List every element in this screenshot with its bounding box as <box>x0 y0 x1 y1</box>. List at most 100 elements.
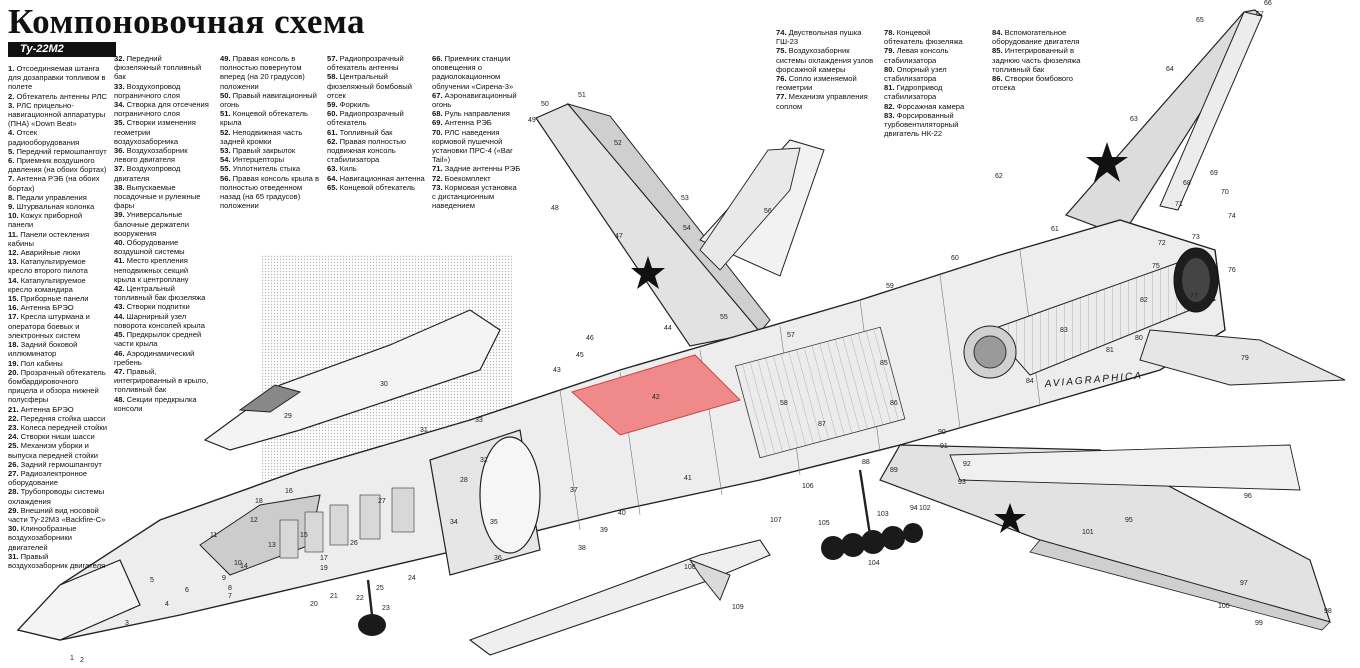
legend-item-number: 64. <box>327 173 338 183</box>
callout-number: 80 <box>1135 335 1143 342</box>
callout-number: 84 <box>1026 378 1034 385</box>
legend-item: 77. Механизм управления соплом <box>776 92 874 110</box>
callout-number: 62 <box>995 173 1003 180</box>
legend-item-number: 4. <box>8 128 15 138</box>
callout-number: 49 <box>528 117 536 124</box>
legend-item-number: 9. <box>8 202 15 212</box>
callout-number: 103 <box>877 511 889 518</box>
callout-number: 91 <box>940 443 948 450</box>
legend-item-text: Радиоэлектронное оборудование <box>8 468 88 488</box>
legend-item-text: Воздухопровод двигателя <box>114 164 181 183</box>
legend-item: 55. Уплотнитель стыка <box>220 164 320 173</box>
legend-item-text: Навигационная антенна <box>337 173 425 183</box>
legend-item-number: 85. <box>992 46 1003 56</box>
legend-column-1: 1. Отсоединяемая штанга для дозаправки т… <box>8 64 108 570</box>
callout-number: 54 <box>683 225 691 232</box>
legend-item: 23. Колеса передней стойки <box>8 423 108 432</box>
callout-number: 93 <box>958 479 966 486</box>
legend-item-number: 56. <box>220 173 231 183</box>
callout-number: 64 <box>1166 66 1174 73</box>
callout-number: 10 <box>234 560 242 567</box>
legend-item: 27. Радиоэлектронное оборудование <box>8 469 108 487</box>
cockpit-equipment <box>279 487 415 559</box>
legend-item-text: Механизм управления соплом <box>776 92 868 111</box>
aircraft-subtitle: Ту-22М2 <box>8 42 116 57</box>
callout-number: 79 <box>1241 355 1249 362</box>
legend-item-text: Воздухопровод пограничного слоя <box>114 81 181 100</box>
legend-item: 59. Форкиль <box>327 100 425 109</box>
legend-item: 12. Аварийные люки <box>8 248 108 257</box>
legend-item-number: 84. <box>992 28 1003 37</box>
legend-item-text: Кресла штурмана и оператора боевых и эле… <box>8 312 90 340</box>
callout-number: 60 <box>951 255 959 262</box>
callout-number: 90 <box>938 429 946 436</box>
legend-item-text: Внешний вид носовой части Ту-22М3 «Backf… <box>8 505 106 524</box>
legend-item-number: 57. <box>327 54 338 63</box>
callout-number: 1 <box>70 655 74 662</box>
callout-number: 81 <box>1106 347 1114 354</box>
legend-item: 42. Центральный топливный бак фюзеляжа <box>114 284 210 302</box>
legend-item-text: Передний гермошпангоут <box>14 146 107 156</box>
intake-lip <box>479 436 541 554</box>
callout-number: 4 <box>165 601 169 608</box>
legend-item: 18. Задний боковой иллюминатор <box>8 340 108 358</box>
legend-item-number: 31. <box>8 551 19 561</box>
inset-nose-tu22m3 <box>203 309 501 451</box>
legend-item: 14. Катапультируемое кресло командира <box>8 276 108 294</box>
central-fuel-tank-highlight <box>571 354 741 436</box>
callout-number: 100 <box>1218 603 1230 610</box>
legend-item: 51. Концевой обтекатель крыла <box>220 109 320 127</box>
legend-item-number: 12. <box>8 248 19 258</box>
legend-item: 58. Центральный фюзеляжный бомбовый отсе… <box>327 72 425 100</box>
legend-item-text: Створки подпитки <box>124 302 190 312</box>
callout-number: 53 <box>681 195 689 202</box>
legend-item-text: Боекомплект <box>442 173 491 183</box>
callout-number: 85 <box>880 360 888 367</box>
legend-item-text: Задний гермошпангоут <box>18 459 102 469</box>
legend-item-number: 28. <box>8 487 19 497</box>
legend-item-number: 62. <box>327 136 338 146</box>
callout-number: 52 <box>614 140 622 147</box>
legend-item-text: Приемник воздушного давления (на обоих б… <box>8 156 107 175</box>
callout-number: 37 <box>570 487 578 494</box>
callout-number: 9 <box>222 575 226 582</box>
legend-item: 25. Механизм уборки и выпуска передней с… <box>8 441 108 459</box>
legend-item-text: РЛС наведения кормовой пушечной установк… <box>432 127 513 165</box>
callout-number: 61 <box>1051 226 1059 233</box>
missile-kh22 <box>468 539 771 656</box>
legend-item-text: РЛС прицельно-навигационной аппаратуры (… <box>8 100 106 129</box>
legend-item: 43. Створки подпитки <box>114 302 210 311</box>
nose-landing-gear <box>358 579 386 636</box>
legend-item: 26. Задний гермошпангоут <box>8 460 108 469</box>
callout-number: 59 <box>886 283 894 290</box>
lower-wing-secondary <box>949 444 1301 491</box>
legend-item-number: 73. <box>432 182 443 192</box>
callout-number: 92 <box>963 461 971 468</box>
legend-item-text: Топливный бак <box>337 127 393 137</box>
legend-item: 73. Кормовая установка с дистанционным н… <box>432 183 522 211</box>
legend-item-number: 75. <box>776 46 787 56</box>
legend-item-text: Концевой обтекатель фюзеляжа <box>884 28 963 47</box>
legend-item-text: Киль <box>337 164 357 174</box>
legend-item: 76. Сопло изменяемой геометрии <box>776 74 874 92</box>
callout-number: 22 <box>356 595 364 602</box>
callout-number: 47 <box>615 233 623 240</box>
callout-number: 94 <box>910 505 918 512</box>
legend-item-text: Катапультируемое кресло командира <box>8 275 86 294</box>
legend-item-text: Задний боковой иллюминатор <box>8 340 78 359</box>
callout-number: 104 <box>868 560 880 567</box>
callout-number: 17 <box>320 555 328 562</box>
callout-number: 29 <box>284 413 292 420</box>
legend-item-number: 29. <box>8 505 19 515</box>
legend-item-number: 11. <box>8 229 19 239</box>
legend-item-text: Антенна БРЭО <box>18 404 74 414</box>
legend-item: 2. Обтекатель антенны РЛС <box>8 92 108 101</box>
legend-item-number: 20. <box>8 367 19 377</box>
legend-item-text: Правый навигационный огонь <box>220 90 317 110</box>
legend-item-number: 44. <box>114 311 125 321</box>
legend-item-text: Створки изменения геометрии воздухозабор… <box>114 118 196 146</box>
callout-number: 15 <box>300 532 308 539</box>
